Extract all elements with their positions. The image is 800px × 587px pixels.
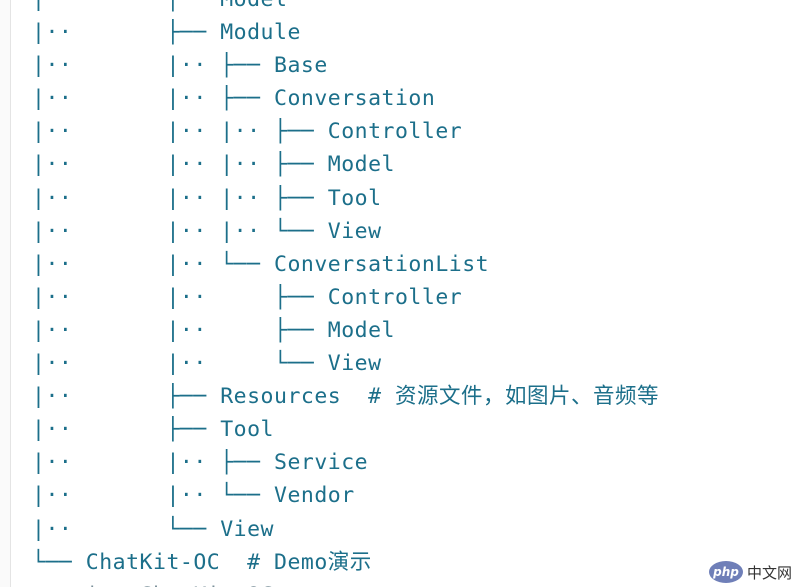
tree-line-cut-off: ··|── ChatKit-OC — [32, 579, 659, 587]
tree-line: |·· |·· ├── Model — [32, 317, 395, 343]
tree-line: └── ChatKit-OC # Demo演示 — [32, 549, 372, 575]
tree-line: |·· |·· |·· └── View — [32, 218, 382, 244]
directory-tree: |·· ├── Model |·· ├── Module |·· |·· ├── B… — [32, 0, 659, 587]
tree-line: |·· |·· ├── Service — [32, 450, 369, 476]
editor-gutter — [0, 0, 11, 587]
tree-line: |·· ├── Tool — [32, 417, 274, 443]
tree-line: |·· |·· ├── Base — [32, 53, 328, 79]
tree-line: |·· |·· └── ConversationList — [32, 251, 490, 277]
tree-line: |·· |·· ├── Conversation — [32, 86, 436, 112]
watermark-text: 中文网 — [746, 563, 792, 582]
tree-line: |·· ├── Module — [32, 20, 301, 46]
site-watermark: php 中文网 — [708, 561, 792, 583]
tree-line: |·· |·· |·· ├── Controller — [32, 119, 463, 145]
tree-line: |·· |·· |·· ├── Model — [32, 152, 395, 178]
tree-line: |·· ├── Resources # 资源文件，如图片、音频等 — [32, 384, 659, 410]
tree-line: |·· |·· └── View — [32, 351, 382, 377]
php-logo-icon: php — [708, 561, 743, 583]
tree-line: |·· └── View — [32, 516, 274, 542]
tree-line: |·· |·· |·· ├── Tool — [32, 185, 382, 211]
tree-line: |·· |·· └── Vendor — [32, 483, 355, 509]
tree-line: |·· ├── Model — [32, 0, 659, 16]
tree-line: |·· |·· ├── Controller — [32, 284, 463, 310]
